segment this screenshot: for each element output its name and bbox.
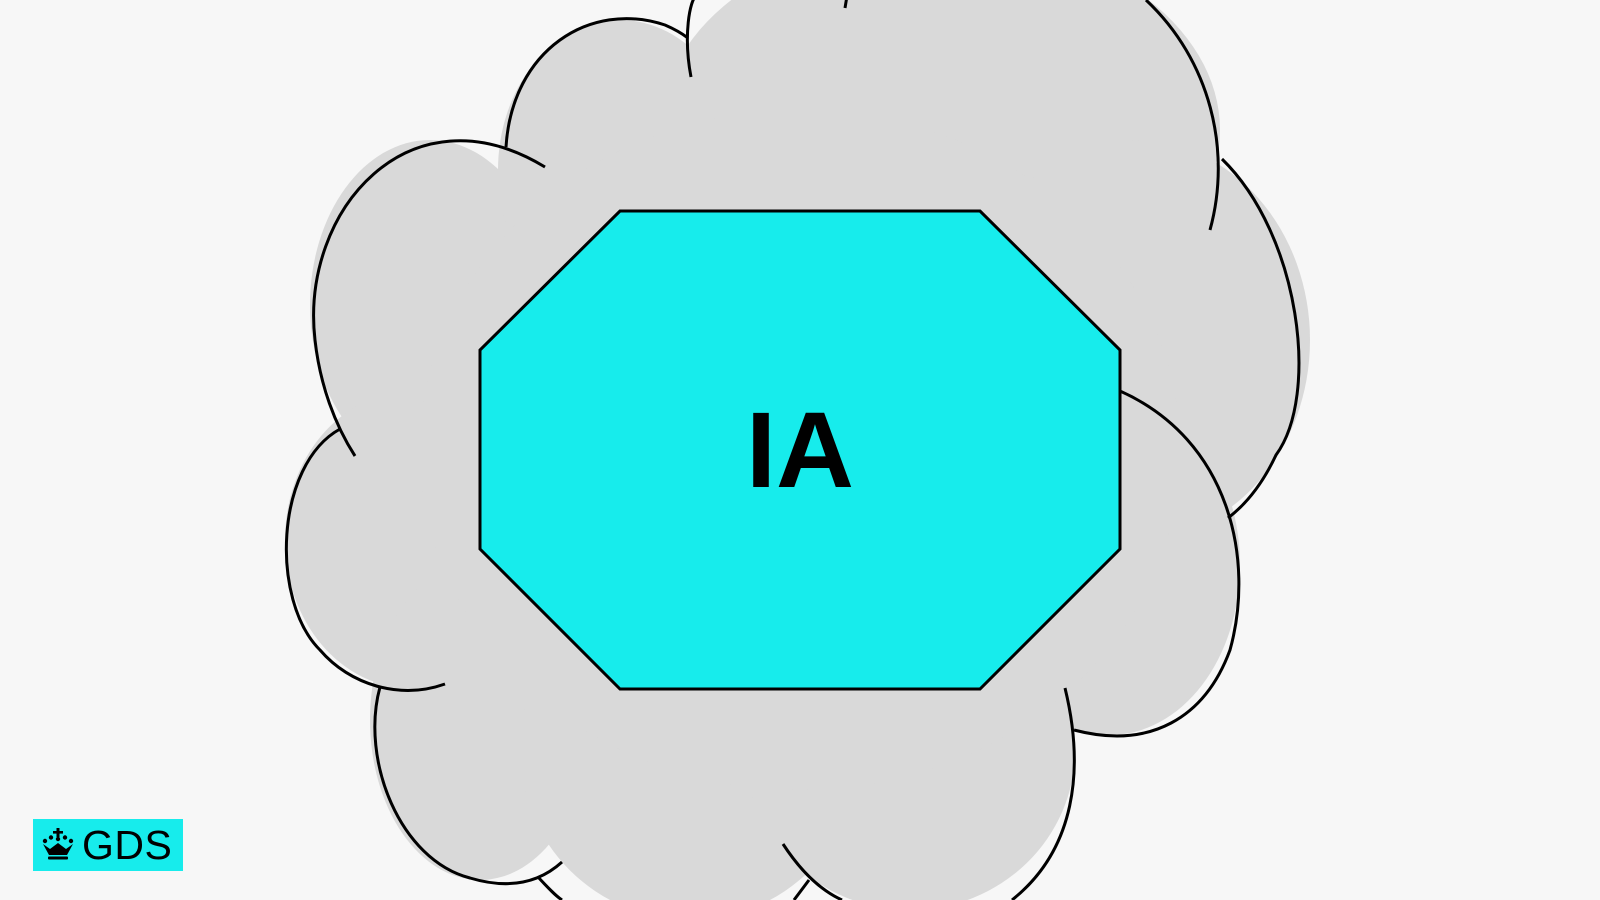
center-label: IA [746, 389, 854, 510]
gds-logo: GDS [33, 819, 183, 871]
cloud-outline [284, 0, 1301, 900]
crown-icon [42, 828, 74, 860]
ia-octagon [478, 209, 1122, 691]
logo-text: GDS [82, 821, 173, 868]
